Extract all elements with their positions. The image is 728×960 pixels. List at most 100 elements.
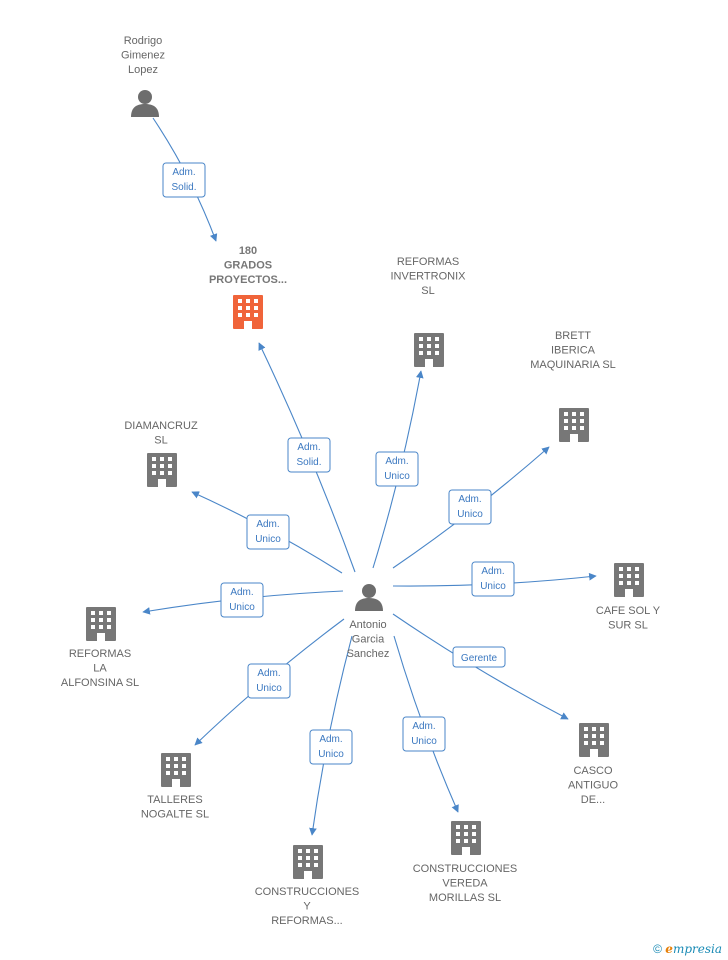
company-label-alfonsina: REFORMAS LA ALFONSINA SL [61,648,139,689]
role-badge-invertronix-text: Adm. [385,456,408,467]
person-icon-center[interactable] [355,584,383,611]
role-badge-alfonsina-box [220,582,264,618]
role-badge-c180-text: Solid. [296,457,321,468]
person-icon-top[interactable] [131,90,159,117]
company-label-invertronix-line: INVERTRONIX [391,271,467,283]
person-label-top-line: Gimenez [121,50,165,62]
role-badge-top-person-box [162,162,206,198]
role-badge-c180[interactable]: Adm. Solid. [287,437,331,473]
role-badge-top-person-text: Adm. [172,167,195,178]
role-badge-diamancruz-text: Adm. [256,519,279,530]
building-icon-brett[interactable] [559,408,589,442]
role-badge-talleres-text: Unico [256,683,282,694]
footer-brand[interactable]: © empresia [653,942,722,956]
company-label-talleres-line: TALLERES [147,794,202,806]
role-badge-construcciones-text: Adm. [319,734,342,745]
role-badge-brett[interactable]: Adm.Unico [448,489,492,525]
company-label-brett-line: MAQUINARIA SL [530,359,616,371]
role-badge-cafesol[interactable]: Adm. Unico [471,561,515,597]
role-badge-invertronix-box [375,451,419,487]
nodes-layer: 180GRADOSPROYECTOS...REFORMASINVERTRONIX… [61,35,661,927]
building-icon-construcciones[interactable] [293,845,323,879]
role-badge-talleres-text: Adm. [257,668,280,679]
building-icon-cafesol[interactable] [614,563,644,597]
company-label-casco-line: ANTIGUO [568,780,619,792]
building-icon-c180[interactable] [233,295,263,329]
company-label-construcciones-line: REFORMAS... [271,915,343,927]
brand-initial: e [665,942,673,956]
company-label-talleres-line: NOGALTE SL [141,809,209,821]
role-badge-vereda-text: Unico [411,736,437,747]
company-label-construcciones-line: Y [303,901,311,913]
person-label-top-line: Rodrigo [124,35,163,47]
person-label-top-line: Lopez [128,64,158,76]
edges-layer [142,117,597,836]
building-icon-casco[interactable] [579,723,609,757]
role-badge-alfonsina-text: Adm. [230,587,253,598]
edge-casco [392,613,569,720]
company-label-alfonsina-line: LA [93,663,107,675]
company-label-vereda-line: MORILLAS SL [429,892,501,904]
company-label-invertronix-line: SL [421,285,434,297]
role-badge-alfonsina[interactable]: Adm. Unico [220,582,264,618]
company-label-diamancruz-line: DIAMANCRUZ [124,420,198,432]
company-label-cafesol-line: CAFE SOL Y [596,605,661,617]
company-label-c180-line: 180 [239,245,257,257]
company-label-casco-line: CASCO [573,765,613,777]
role-badge-alfonsina-text: Unico [229,602,255,613]
company-label-casco-line: DE... [581,794,605,806]
company-label-vereda-line: VEREDA [442,878,488,890]
role-badge-cafesol-text: Adm. [481,566,504,577]
role-badge-talleres[interactable]: Adm. Unico [247,663,291,699]
company-label-diamancruz-line: SL [154,435,167,447]
role-badge-vereda[interactable]: Adm. Unico [402,716,446,752]
company-label-c180: 180GRADOSPROYECTOS... [209,245,287,286]
role-badge-cafesol-text: Unico [480,581,506,592]
company-label-brett-line: BRETT [555,330,591,342]
role-badge-construcciones[interactable]: Adm. Unico [309,729,353,765]
building-icon-alfonsina[interactable] [86,607,116,641]
role-badge-construcciones-box [309,729,353,765]
company-label-brett: BRETT IBERICA MAQUINARIA SL [530,330,616,371]
role-badge-diamancruz[interactable]: Adm. Unico [246,514,290,550]
company-label-brett-line: IBERICA [551,345,596,357]
company-label-vereda-line: CONSTRUCCIONES [413,863,518,875]
company-label-invertronix-line: REFORMAS [397,256,459,268]
role-badge-casco[interactable]: Gerente [452,646,506,668]
company-label-talleres: TALLERES NOGALTE SL [141,794,209,821]
company-label-construcciones-line: CONSTRUCCIONES [255,886,360,898]
role-badge-casco-text: Gerente [461,653,498,664]
company-label-c180-line: GRADOS [224,260,272,272]
building-icon-talleres[interactable] [161,753,191,787]
company-label-cafesol-line: SUR SL [608,620,648,632]
role-badge-invertronix[interactable]: Adm. Unico [375,451,419,487]
role-badge-c180-box [287,437,331,473]
role-badge-invertronix-text: Unico [384,471,410,482]
company-label-vereda: CONSTRUCCIONES VEREDA MORILLAS SL [413,863,518,904]
edge-labels-layer: Adm.Solid.Adm.UnicoAdm.UnicoAdm.UnicoAdm… [162,162,515,765]
role-badge-vereda-text: Adm. [412,721,435,732]
company-label-alfonsina-line: ALFONSINA SL [61,677,139,689]
person-label-center-line: Antonio [349,619,386,631]
company-label-alfonsina-line: REFORMAS [69,648,131,660]
role-badge-construcciones-text: Unico [318,749,344,760]
role-badge-top-person[interactable]: Adm.Solid. [162,162,206,198]
role-badge-diamancruz-text: Unico [255,534,281,545]
role-badge-c180-text: Adm. [297,442,320,453]
role-badge-diamancruz-box [246,514,290,550]
brand-name: mpresia [672,942,722,956]
company-label-casco: CASCO ANTIGUO DE... [568,765,619,806]
person-label-center-line: Garcia [352,634,385,646]
building-icon-invertronix[interactable] [414,333,444,367]
company-label-diamancruz: DIAMANCRUZ SL [124,420,198,447]
person-label-center-line: Sanchez [347,648,390,660]
company-label-invertronix: REFORMAS INVERTRONIX SL [391,256,467,297]
role-badge-brett-box [448,489,492,525]
building-icon-diamancruz[interactable] [147,453,177,487]
role-badge-vereda-box [402,716,446,752]
building-icon-vereda[interactable] [451,821,481,855]
company-label-cafesol: CAFE SOL Y SUR SL [596,605,661,632]
